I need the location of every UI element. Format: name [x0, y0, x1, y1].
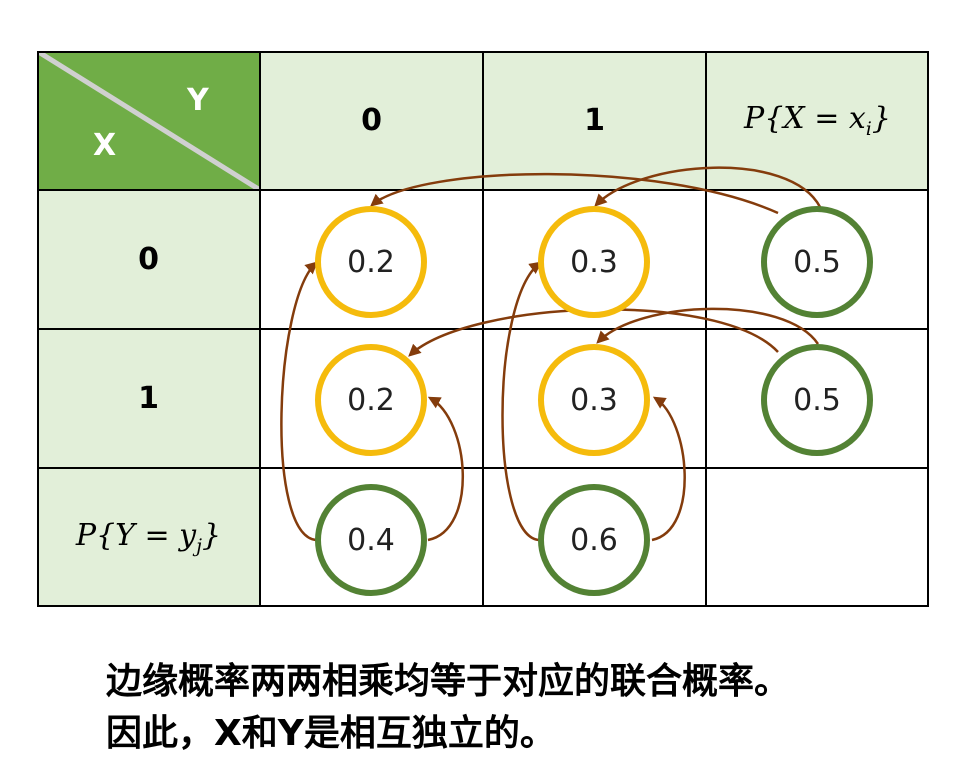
col-header-x-marginal: P{X = xi} [706, 51, 929, 190]
marginal-y0: 0.4 [315, 484, 427, 596]
caption-line-1: 边缘概率两两相乘均等于对应的联合概率。 [106, 661, 791, 702]
arrow-py1-to-p01 [501, 261, 543, 542]
col-header-1: 1 [483, 51, 706, 190]
joint-prob-x1-y0: 0.2 [315, 344, 427, 456]
marginal-y1: 0.6 [538, 484, 650, 596]
marginal-x1: 0.5 [761, 344, 873, 456]
col-header-0: 0 [260, 51, 483, 190]
corner-y-label: Y [187, 83, 209, 118]
arrow-py0-to-p00 [280, 261, 318, 542]
row-header-0: 0 [37, 190, 260, 329]
table-grid-lines [37, 51, 929, 607]
arrow-px0-to-p01 [594, 166, 822, 208]
arrow-px0-to-p00 [370, 172, 779, 215]
row-header-1: 1 [37, 329, 260, 468]
arrow-py0-to-p10 [427, 396, 464, 542]
row-header-y-marginal: P{Y = yj} [37, 468, 260, 607]
probability-table: Y X 0 1 P{X = xi} 0 1 P{Y = yj} [37, 51, 929, 607]
arrow-py1-to-p11 [651, 396, 686, 542]
arrow-px1-to-p11 [596, 307, 820, 345]
corner-diagonal [37, 51, 260, 190]
caption-line-2: 因此，X和Y是相互独立的。 [106, 713, 556, 754]
corner-x-label: X [93, 128, 117, 163]
joint-prob-x0-y1: 0.3 [538, 206, 650, 318]
corner-cell: Y X [37, 51, 260, 190]
joint-prob-x0-y0: 0.2 [315, 206, 427, 318]
marginal-x0: 0.5 [761, 206, 873, 318]
x-marginal-label: P{X = xi} [744, 101, 891, 140]
y-marginal-label: P{Y = yj} [75, 518, 222, 557]
joint-prob-x1-y1: 0.3 [538, 344, 650, 456]
